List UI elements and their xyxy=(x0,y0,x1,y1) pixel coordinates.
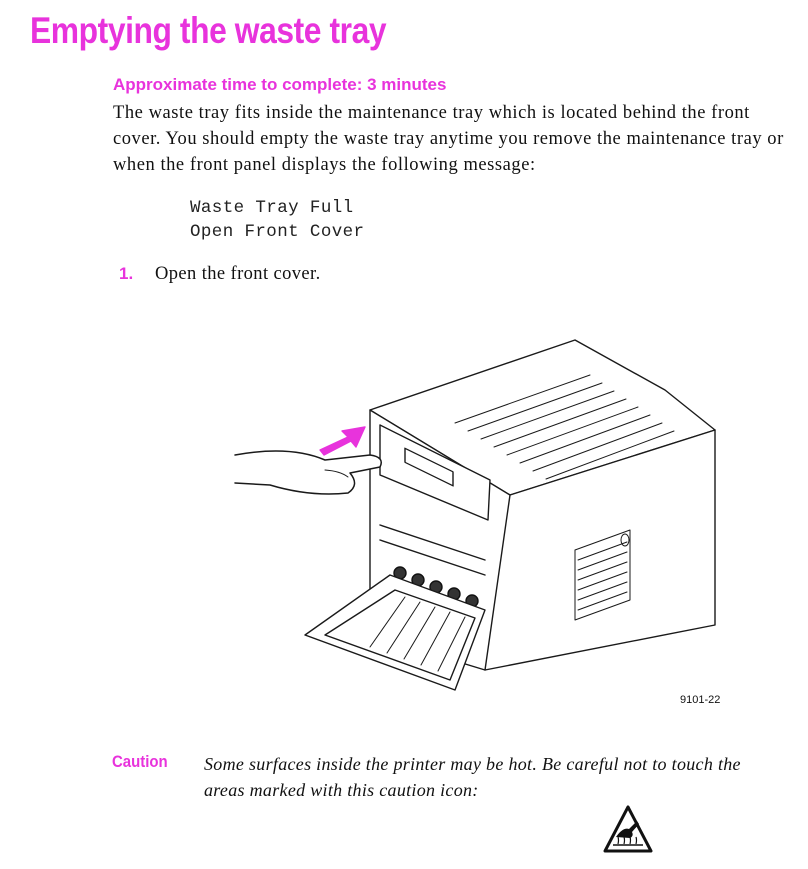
time-to-complete-subhead: Approximate time to complete: 3 minutes xyxy=(113,75,447,94)
front-panel-message: Waste Tray Full Open Front Cover xyxy=(190,196,364,244)
front-panel-message-line-1: Waste Tray Full xyxy=(190,198,354,218)
caution-text: Some surfaces inside the printer may be … xyxy=(204,754,741,800)
page-title: Emptying the waste tray xyxy=(30,10,387,51)
step-number: 1. xyxy=(119,264,134,283)
caution-label: Caution xyxy=(112,752,168,771)
hot-surface-caution-icon xyxy=(603,805,653,853)
figure-number: 9101-22 xyxy=(680,694,721,706)
step-text: Open the front cover. xyxy=(155,264,321,284)
step-1: 1. Open the front cover. xyxy=(119,264,321,285)
printer-front-cover-illustration-icon xyxy=(234,339,716,691)
intro-paragraph: The waste tray fits inside the maintenan… xyxy=(113,103,784,175)
front-panel-message-line-2: Open Front Cover xyxy=(190,222,365,242)
